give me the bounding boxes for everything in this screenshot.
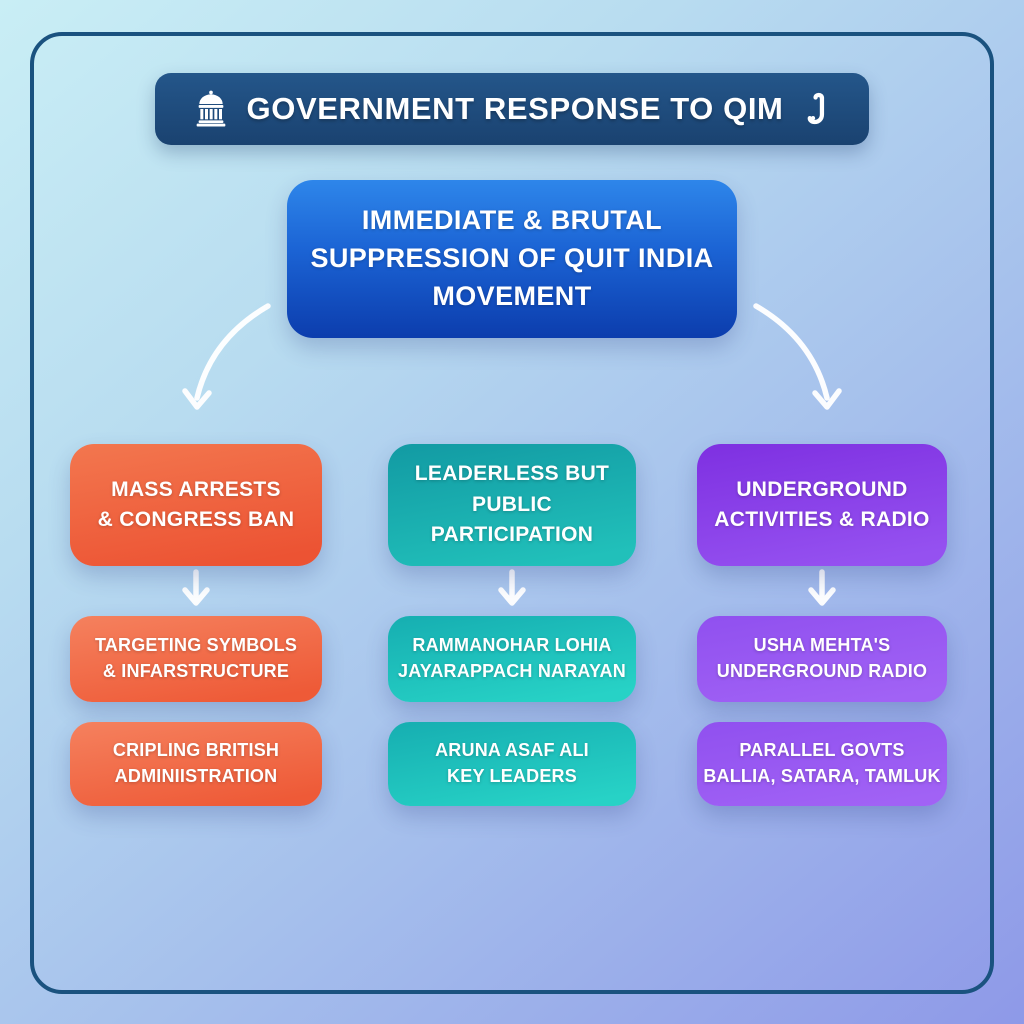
node-line: UNDERGROUND bbox=[736, 477, 908, 501]
node-line: CRIPLING BRITISH bbox=[112, 740, 280, 761]
node-line: PARALLEL GOVTS bbox=[739, 740, 905, 761]
curved-arrow-left bbox=[182, 303, 271, 410]
node-crippling-administration: CRIPLING BRITISH ADMINIISTRATION bbox=[70, 722, 322, 806]
node-aruna-asaf-ali: ARUNA ASAF ALI KEY LEADERS bbox=[388, 722, 636, 806]
node-usha-mehta-radio: USHA MEHTA'S UNDERGROUND RADIO bbox=[697, 616, 947, 702]
root-node-line: IMMEDIATE & BRUTAL bbox=[361, 205, 663, 236]
node-lohia-narayan: RAMMANOHAR LOHIA JAYARAPPACH NARAYAN bbox=[388, 616, 636, 702]
node-line: BALLIA, SATARA, TAMLUK bbox=[703, 766, 941, 786]
root-node-line: SUPPRESSION OF QUIT INDIA bbox=[310, 243, 714, 274]
title-banner: GOVERNMENT RESPONSE TO QIM bbox=[155, 73, 869, 145]
node-line: ARUNA ASAF ALI bbox=[435, 740, 589, 761]
scroll-icon bbox=[799, 89, 833, 129]
node-line: & CONGRESS BAN bbox=[97, 508, 295, 531]
node-line: ADMINIISTRATION bbox=[114, 766, 278, 786]
down-arrow-col1 bbox=[182, 569, 210, 606]
down-arrow-col3 bbox=[808, 569, 836, 606]
node-line: ACTIVITIES & RADIO bbox=[714, 508, 930, 531]
node-line: MASS ARRESTS bbox=[111, 477, 281, 501]
node-line: RAMMANOHAR LOHIA bbox=[412, 635, 612, 656]
node-line: & INFARSTRUCTURE bbox=[102, 661, 290, 681]
node-line: KEY LEADERS bbox=[447, 766, 577, 786]
node-parallel-govts: PARALLEL GOVTS BALLIA, SATARA, TAMLUK bbox=[697, 722, 947, 806]
root-node: IMMEDIATE & BRUTAL SUPPRESSION OF QUIT I… bbox=[287, 180, 737, 338]
government-building-icon bbox=[191, 89, 231, 129]
branch-head-mass-arrests: MASS ARRESTS & CONGRESS BAN bbox=[70, 444, 322, 566]
node-line: JAYARAPPACH NARAYAN bbox=[398, 661, 626, 681]
curved-arrow-right bbox=[753, 303, 842, 410]
root-node-line: MOVEMENT bbox=[432, 280, 592, 311]
branch-head-leaderless-participation: LEADERLESS BUT PUBLIC PARTICIPATION bbox=[388, 444, 636, 566]
node-line: UNDERGROUND RADIO bbox=[716, 661, 928, 681]
node-line: TARGETING SYMBOLS bbox=[94, 635, 298, 656]
branch-head-underground-activities: UNDERGROUND ACTIVITIES & RADIO bbox=[697, 444, 947, 566]
down-arrow-col2 bbox=[498, 569, 526, 606]
node-line: USHA MEHTA'S bbox=[753, 635, 891, 656]
node-line: PUBLIC PARTICIPATION bbox=[430, 492, 594, 547]
node-line: LEADERLESS BUT bbox=[414, 462, 610, 486]
page-title: GOVERNMENT RESPONSE TO QIM bbox=[246, 91, 784, 126]
node-targeting-symbols: TARGETING SYMBOLS & INFARSTRUCTURE bbox=[70, 616, 322, 702]
